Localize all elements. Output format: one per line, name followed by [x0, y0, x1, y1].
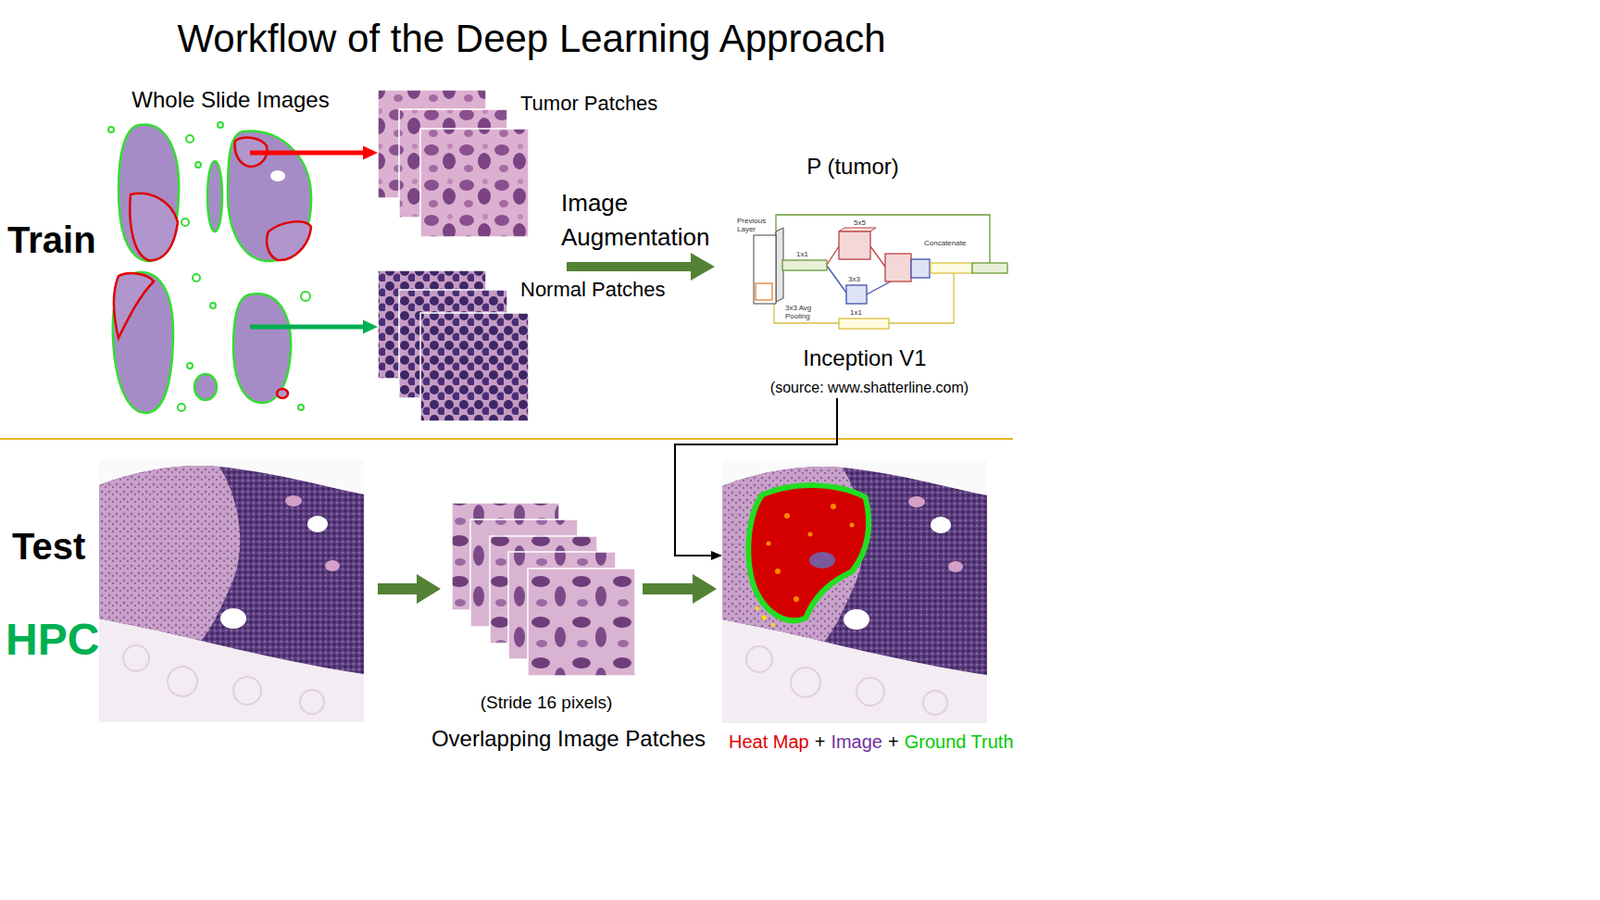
node-text: Tumor Patches	[520, 91, 658, 116]
section-divider	[0, 437, 1013, 440]
layer-label: 3x3	[848, 275, 861, 285]
heat-map-node: Heat Map+Image+Ground Truth	[722, 460, 988, 723]
caption-text: Image	[830, 731, 883, 752]
connector	[642, 574, 717, 604]
layer-label: 1x1	[850, 308, 863, 318]
whole-slide-image	[107, 117, 317, 424]
connector	[316, 320, 378, 335]
slide-image-node: Whole Slide Images	[107, 117, 317, 424]
caption-text: +	[814, 731, 826, 752]
layer-label: 5x5	[853, 218, 866, 228]
tumor-patch-stack	[377, 89, 529, 238]
connector	[675, 398, 838, 561]
normal-patch-stack	[377, 270, 529, 422]
node-text: Normal Patches	[520, 277, 666, 302]
connector	[316, 146, 378, 161]
node-text: Overlapping Image Patches	[431, 725, 706, 753]
connector-line	[316, 150, 364, 156]
node-text: Inception V1	[802, 345, 926, 373]
step-label: Image Augmentation	[561, 186, 726, 255]
diagram-title: Workflow of the Deep Learning Approach	[176, 15, 886, 63]
heat-map-overlay	[722, 460, 988, 724]
caption-text: +	[887, 731, 900, 752]
patch-stack-node: Normal Patches	[377, 270, 529, 422]
test-arrow	[377, 574, 441, 604]
section-label: HPC	[5, 612, 100, 667]
patch-stack-node: (Stride 16 pixels)Overlapping Image Patc…	[451, 502, 636, 676]
inception-module	[737, 203, 1013, 335]
connector-line	[642, 583, 694, 595]
connector-line	[316, 325, 364, 330]
layer-label: Concatenate	[924, 238, 966, 249]
node-text: Whole Slide Images	[131, 87, 329, 114]
augmentation-arrow	[566, 252, 715, 281]
model-node: P (tumor) Inception V1 (source: www.shatte…	[737, 152, 1013, 399]
section-label: Train	[7, 217, 97, 263]
arrow-head	[362, 320, 378, 335]
arrow-head	[711, 550, 723, 561]
layer-label: Previous Layer	[737, 216, 775, 234]
caption-text: Ground Truth	[904, 731, 1014, 752]
patch-stack-node: Tumor Patches	[377, 89, 529, 238]
color-key-row: Heat Map+Image+Ground Truth	[728, 730, 1020, 753]
arrow-head	[692, 574, 717, 604]
layer-label: 3x3 Avg Pooling	[785, 303, 828, 321]
test-slide	[99, 459, 364, 723]
node-text: P (tumor)	[806, 153, 900, 181]
caption-text: Heat Map	[728, 731, 810, 752]
connector-line	[675, 398, 838, 556]
arrow-head	[362, 146, 378, 161]
layer-label: 1x1	[796, 250, 809, 260]
section-label: Test	[12, 524, 86, 569]
overlapping-patch-stack	[451, 502, 636, 676]
node-text: (Stride 16 pixels)	[480, 692, 613, 714]
node-text: (source: www.shatterline.com)	[770, 378, 969, 397]
